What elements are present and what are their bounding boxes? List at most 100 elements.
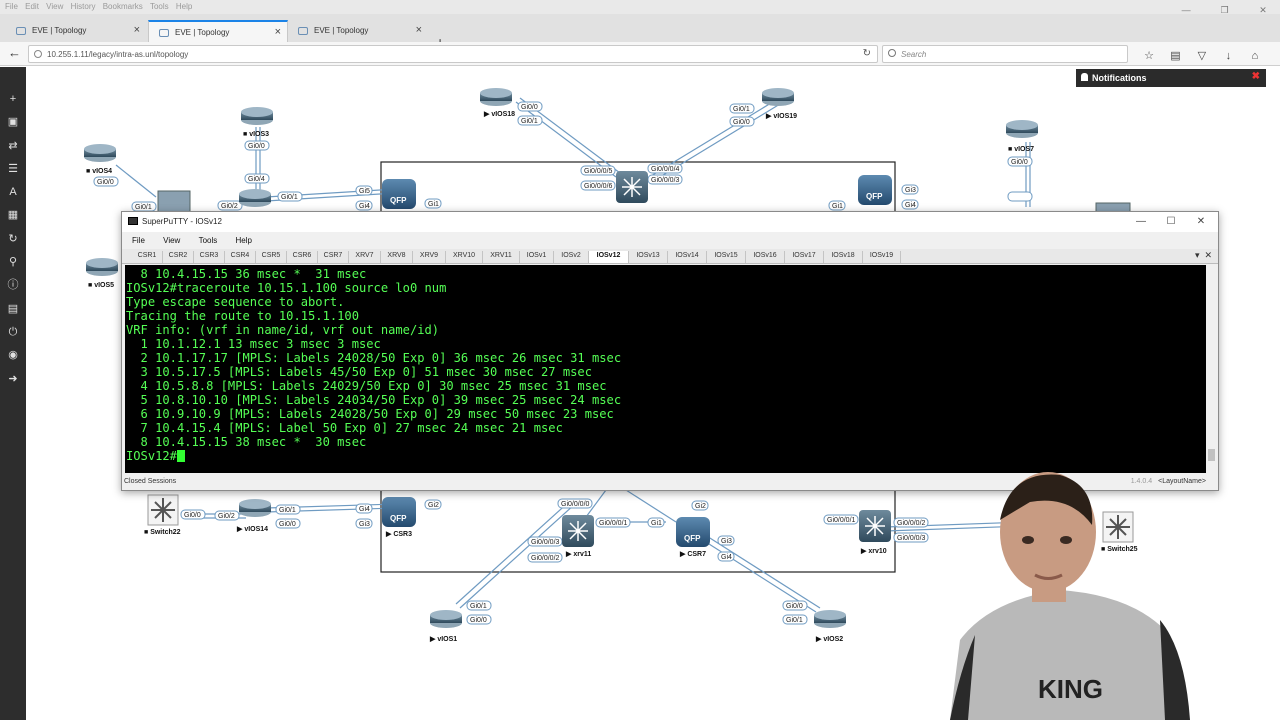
layout-name-label[interactable]: <LayoutName> [1158, 478, 1206, 485]
home-icon[interactable]: ⌂ [1251, 50, 1259, 62]
refresh-topology-icon[interactable]: ↻ [8, 232, 18, 245]
reading-list-icon[interactable]: ▤ [1170, 50, 1181, 62]
bookmark-star-icon[interactable]: ☆ [1144, 50, 1154, 62]
session-tab-iosv15[interactable]: IOSv15 [707, 251, 746, 263]
session-tab-csr7[interactable]: CSR7 [318, 251, 349, 263]
menu-edit[interactable]: Edit [25, 2, 39, 11]
session-tab-iosv13[interactable]: IOSv13 [629, 251, 668, 263]
minimize-icon[interactable]: — [1136, 216, 1146, 227]
switch-icon[interactable]: ■ Switch25 [1101, 511, 1138, 553]
text-icon[interactable]: A [9, 186, 17, 199]
info-icon[interactable]: ⓘ [7, 279, 19, 292]
xrv-router-icon[interactable] [616, 171, 648, 203]
power-icon[interactable]: ⏻ [8, 325, 18, 338]
close-window-icon[interactable]: ✕ [1259, 5, 1267, 15]
switch-icon[interactable]: ■ Switch22 [144, 494, 181, 536]
session-tab-csr4[interactable]: CSR4 [225, 251, 256, 263]
browser-tab-2[interactable]: EVE | Topology × [148, 20, 288, 42]
session-tab-csr1[interactable]: CSR1 [132, 251, 163, 263]
nodes-icon[interactable]: ▣ [7, 116, 19, 129]
session-tab-iosv16[interactable]: IOSv16 [746, 251, 785, 263]
close-tab-icon[interactable]: × [274, 26, 281, 38]
close-window-icon[interactable]: ✕ [1196, 216, 1206, 227]
menu-file[interactable]: File [5, 2, 18, 11]
lab-details-icon[interactable]: ▤ [7, 302, 19, 315]
session-tab-iosv14[interactable]: IOSv14 [668, 251, 707, 263]
session-tab-iosv18[interactable]: IOSv18 [824, 251, 863, 263]
close-tab-icon[interactable]: × [415, 24, 422, 36]
startup-configs-icon[interactable]: ☰ [8, 162, 18, 175]
add-object-icon[interactable]: + [9, 93, 17, 105]
grid-icon[interactable]: ▦ [7, 209, 19, 222]
session-tab-csr5[interactable]: CSR5 [256, 251, 287, 263]
menu-history[interactable]: History [70, 2, 96, 11]
session-tab-xrv11[interactable]: XRV11 [483, 251, 520, 263]
session-tab-iosv12[interactable]: IOSv12 [589, 251, 629, 263]
router-icon[interactable]: ▶ vIOS2 [814, 610, 846, 643]
menu-file[interactable]: File [132, 236, 145, 245]
csr-router-icon[interactable]: QFP [858, 175, 892, 205]
router-icon[interactable]: ▶ vIOS19 [762, 88, 797, 120]
session-tab-xrv7[interactable]: XRV7 [349, 251, 381, 263]
svg-text:Gi0/1: Gi0/1 [786, 617, 803, 624]
pocket-icon[interactable]: ▽ [1197, 50, 1207, 62]
browser-tab-1[interactable]: EVE | Topology × [6, 20, 146, 42]
site-info-icon[interactable] [34, 50, 42, 58]
maximize-icon[interactable]: ❐ [1220, 5, 1229, 15]
menu-tools[interactable]: Tools [149, 2, 169, 11]
session-tab-csr2[interactable]: CSR2 [163, 251, 194, 263]
csr-router-icon[interactable]: QFP [382, 179, 416, 209]
menu-view[interactable]: View [46, 2, 64, 11]
superputty-window[interactable]: SuperPuTTY - IOSv12 — ☐ ✕ File View Tool… [121, 211, 1219, 491]
maximize-icon[interactable]: ☐ [1166, 216, 1176, 227]
router-icon[interactable]: ■ vIOS5 [86, 258, 118, 289]
router-icon[interactable]: ▶ vIOS18 [480, 88, 515, 118]
csr-router-icon[interactable]: QFP ▶ CSR3 [382, 497, 416, 538]
svg-text:Gi0/0/0/4: Gi0/0/0/4 [651, 166, 680, 173]
minimize-icon[interactable]: — [1181, 5, 1191, 15]
router-icon[interactable]: ■ vIOS7 [1006, 120, 1038, 153]
browser-tab-3[interactable]: EVE | Topology × [288, 20, 428, 42]
router-icon[interactable]: ▶ vIOS1 [429, 610, 462, 643]
session-tab-xrv9[interactable]: XRV9 [413, 251, 446, 263]
switch-icon[interactable] [157, 190, 191, 214]
session-tab-csr6[interactable]: CSR6 [287, 251, 318, 263]
router-icon[interactable]: ■ vIOS3 [241, 107, 273, 138]
session-tab-iosv1[interactable]: IOSv1 [520, 251, 554, 263]
session-tab-csr3[interactable]: CSR3 [194, 251, 225, 263]
menu-help[interactable]: Help [175, 2, 193, 11]
back-arrow-icon[interactable]: ← [8, 45, 21, 60]
reload-icon[interactable]: ↻ [862, 48, 871, 59]
session-tab-xrv10[interactable]: XRV10 [446, 251, 483, 263]
xrv-router-icon[interactable]: ▶ xrv10 [859, 510, 891, 555]
url-bar[interactable]: 10.255.1.11/legacy/intra-as.unl/topology… [28, 45, 878, 63]
close-tab-icon[interactable]: × [133, 24, 140, 36]
xrv-router-icon[interactable]: ▶ xrv11 [562, 515, 594, 558]
networks-icon[interactable]: ⇄ [8, 139, 18, 152]
menu-bookmarks[interactable]: Bookmarks [102, 2, 143, 11]
menu-tools[interactable]: Tools [198, 236, 218, 245]
session-tab-iosv19[interactable]: IOSv19 [863, 251, 901, 263]
router-icon[interactable]: ▶ vIOS14 [236, 499, 271, 533]
terminal-scrollbar[interactable] [1206, 265, 1217, 473]
download-icon[interactable]: ↓ [1225, 50, 1232, 62]
csr-router-icon[interactable]: QFP ▶ CSR7 [676, 517, 710, 558]
router-icon[interactable]: ■ vIOS4 [84, 144, 116, 175]
menu-view[interactable]: View [163, 236, 181, 245]
menu-help[interactable]: Help [235, 236, 252, 245]
router-icon[interactable] [239, 189, 271, 207]
superputty-titlebar[interactable]: SuperPuTTY - IOSv12 — ☐ ✕ [122, 212, 1218, 232]
scrollbar-thumb[interactable] [1208, 449, 1215, 461]
zoom-icon[interactable]: ⚲ [8, 256, 18, 269]
session-tab-iosv2[interactable]: IOSv2 [554, 251, 589, 263]
search-input[interactable]: Search [882, 45, 1128, 63]
logout-icon[interactable]: ➜ [8, 372, 18, 385]
status-icon[interactable]: ◉ [8, 349, 18, 362]
notifications-panel[interactable]: Notifications ✖ [1076, 69, 1266, 87]
close-notifications-icon[interactable]: ✖ [1251, 71, 1260, 82]
closed-sessions-label[interactable]: Closed Sessions [124, 478, 177, 485]
tab-list-close-icon[interactable]: ▾ ✕ [1194, 250, 1212, 260]
session-tab-iosv17[interactable]: IOSv17 [785, 251, 824, 263]
session-tab-xrv8[interactable]: XRV8 [381, 251, 413, 263]
